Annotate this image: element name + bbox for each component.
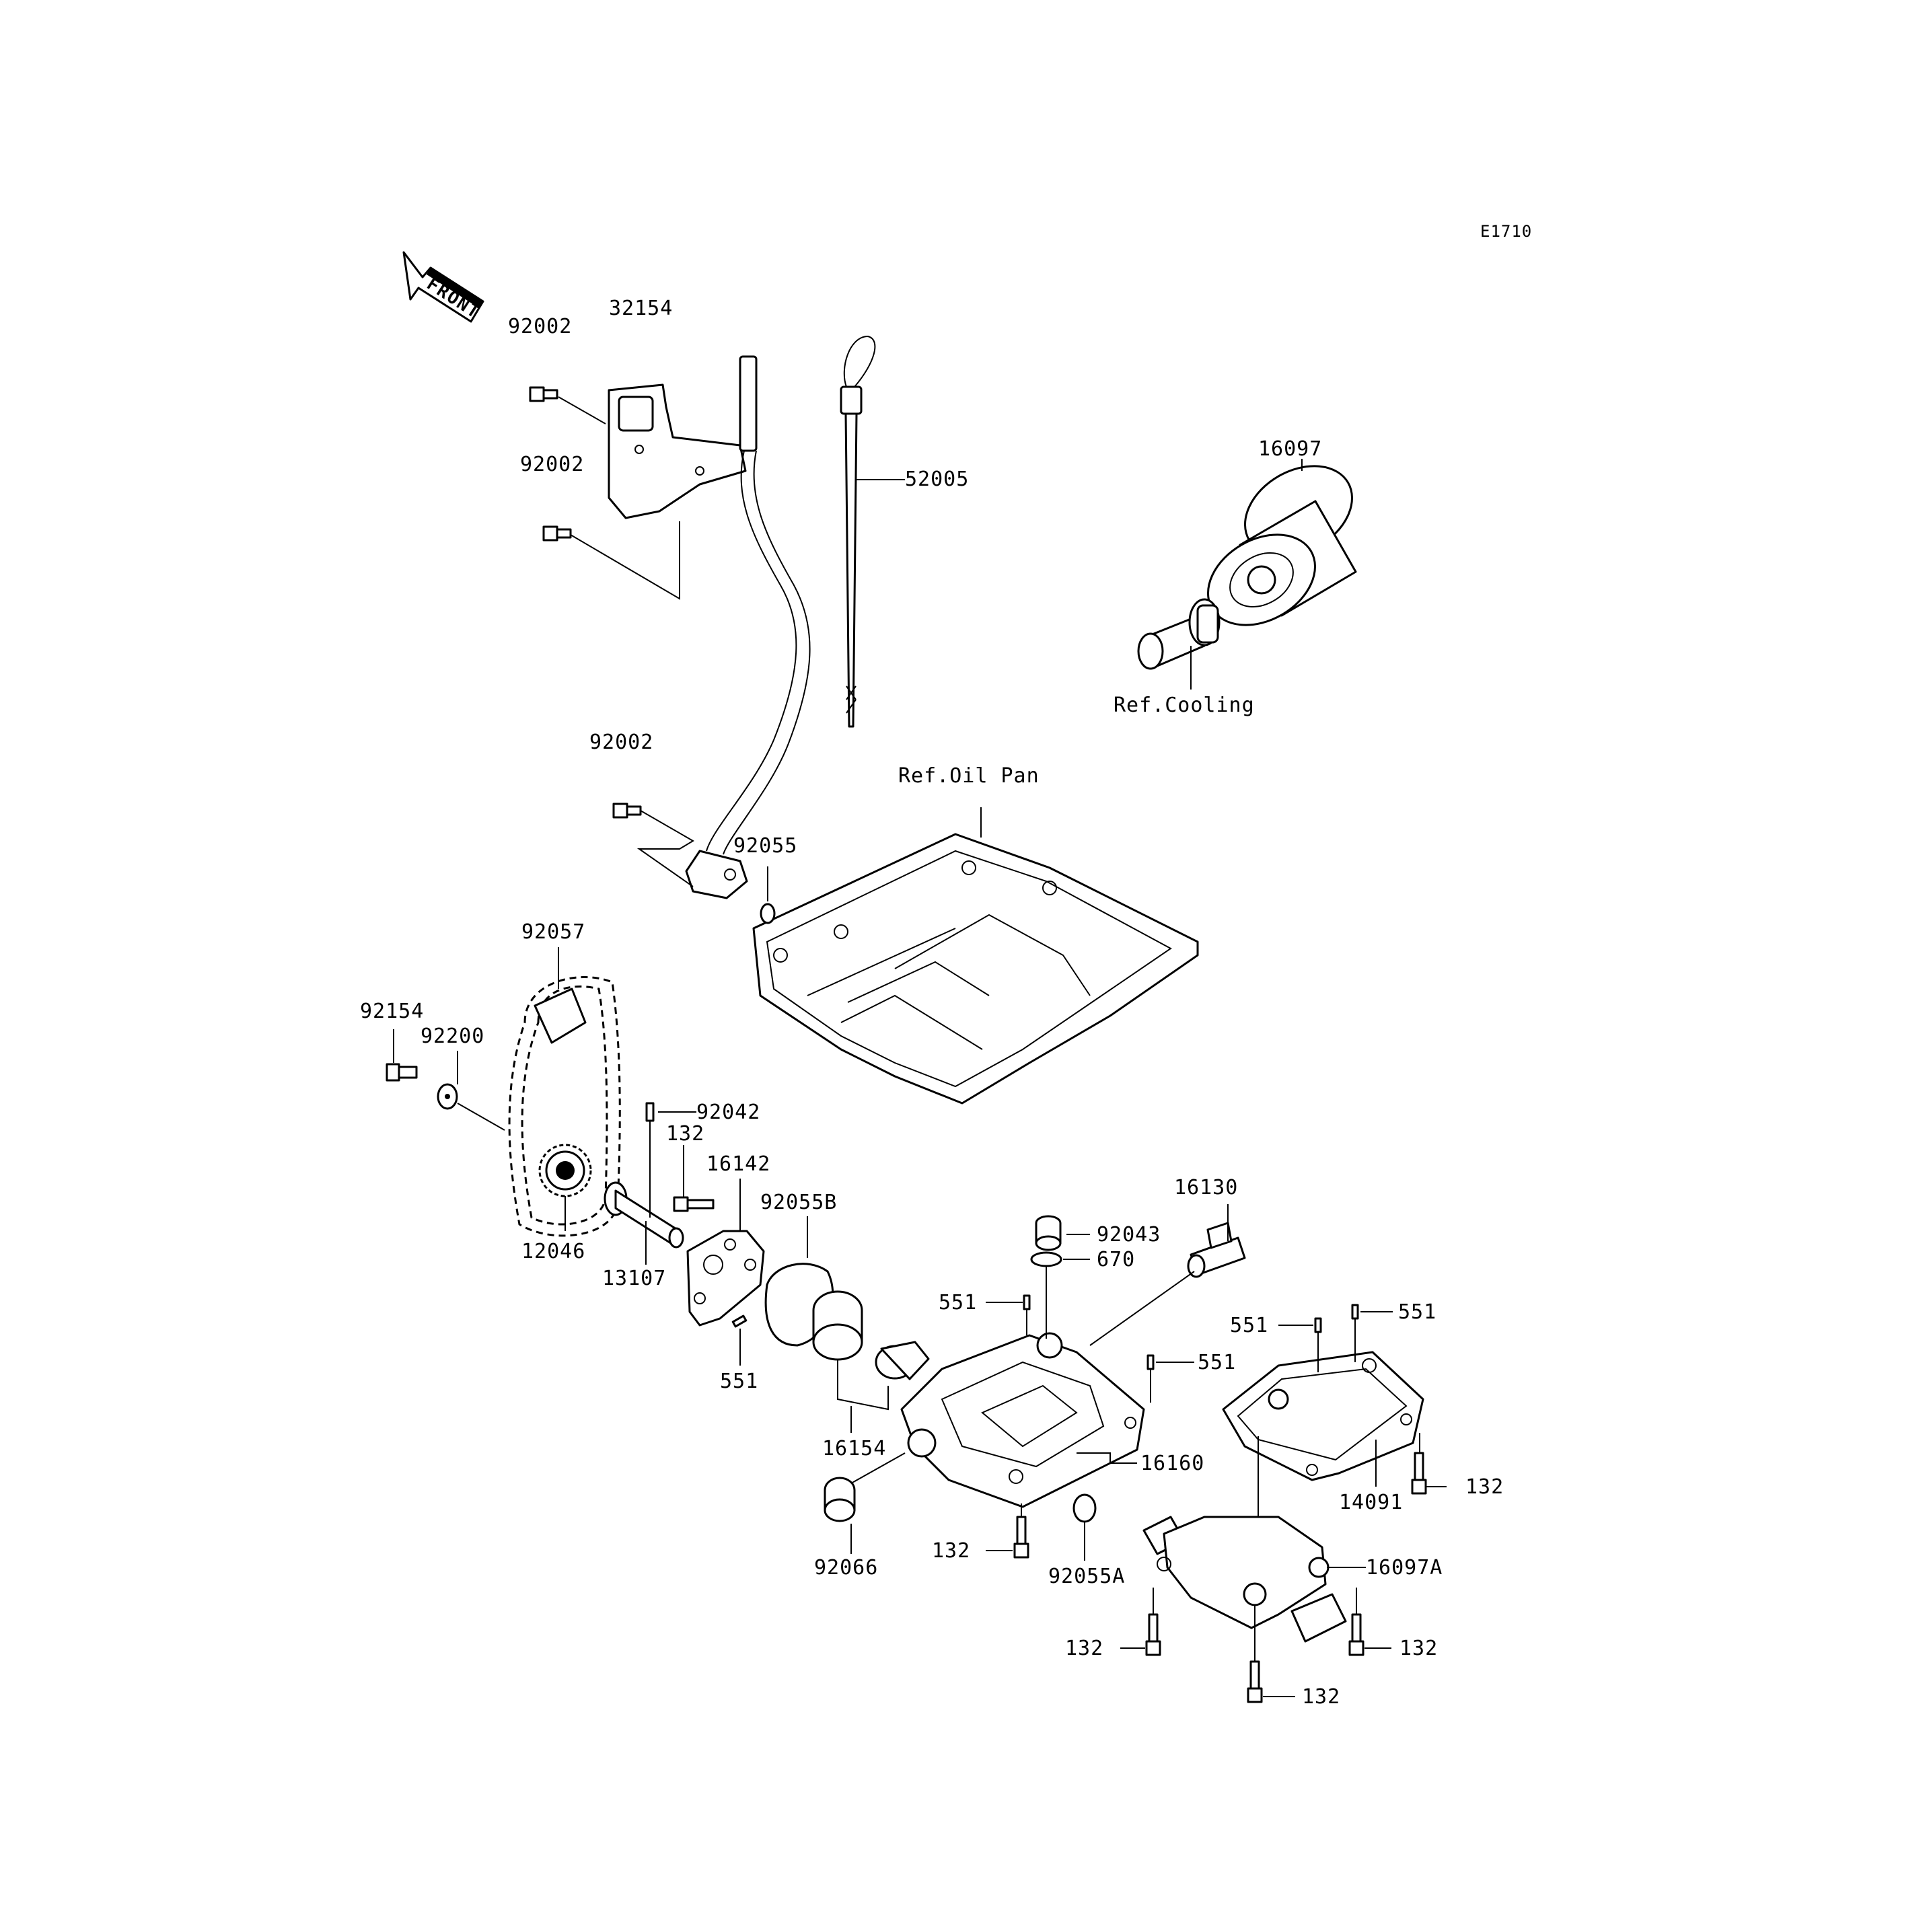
- label-132-lowest: 132: [1302, 1685, 1340, 1709]
- label-16154: 16154: [822, 1437, 886, 1460]
- housing-16160: [900, 1332, 1145, 1508]
- label-16142: 16142: [706, 1152, 770, 1176]
- label-92200: 92200: [421, 1025, 484, 1048]
- fitting-16130: [1187, 1222, 1246, 1278]
- bolt-92154-icon: [386, 1063, 418, 1082]
- label-551-mid: 551: [1198, 1351, 1236, 1374]
- bolt-132-bottom-icon: [1013, 1516, 1029, 1559]
- pin-551-mid: [1147, 1354, 1155, 1370]
- sleeve-92043: [1035, 1215, 1062, 1251]
- label-92002-b: 92002: [520, 453, 584, 476]
- bolt-92002-top-icon: [529, 386, 558, 402]
- label-14091: 14091: [1339, 1491, 1403, 1514]
- label-132-right: 132: [1465, 1475, 1504, 1499]
- strainer-16097A: [1142, 1516, 1347, 1643]
- label-16160: 16160: [1140, 1452, 1204, 1475]
- label-12046: 12046: [521, 1240, 585, 1263]
- pin-551-left: [1023, 1294, 1031, 1310]
- pin-551-pump: [731, 1314, 748, 1328]
- label-551-pump: 551: [720, 1370, 758, 1393]
- label-551-top: 551: [1398, 1300, 1436, 1324]
- label-92043: 92043: [1097, 1223, 1161, 1247]
- bolt-92002-mid-icon: [542, 525, 572, 542]
- bolt-92002-low-icon: [612, 803, 642, 819]
- pin-92042: [645, 1102, 655, 1122]
- cover-14091: [1222, 1351, 1424, 1481]
- label-52005: 52005: [905, 468, 969, 491]
- dipstick-tube: [685, 355, 811, 899]
- label-16097: 16097: [1258, 437, 1322, 461]
- label-92002-c: 92002: [589, 731, 653, 754]
- label-132-bottom: 132: [932, 1539, 970, 1563]
- oil-filter-16097: [1207, 465, 1357, 626]
- label-132-low-right: 132: [1399, 1637, 1438, 1660]
- label-92066: 92066: [814, 1556, 878, 1580]
- bolt-132-right-icon: [1411, 1452, 1427, 1495]
- label-551-right: 551: [1230, 1314, 1268, 1337]
- label-92055: 92055: [733, 834, 797, 858]
- label-132-low-left: 132: [1065, 1637, 1103, 1660]
- o-ring-92055: [760, 903, 776, 924]
- label-551-left: 551: [939, 1291, 977, 1314]
- label-32154: 32154: [609, 297, 673, 320]
- o-ring-670: [1030, 1251, 1062, 1267]
- label-132-pump: 132: [666, 1122, 704, 1146]
- label-16097A: 16097A: [1366, 1556, 1443, 1580]
- pin-551-top-icon: [1351, 1304, 1359, 1320]
- shaft-13107: [604, 1181, 684, 1249]
- label-92002-a: 92002: [508, 315, 572, 338]
- label-670: 670: [1097, 1248, 1135, 1271]
- label-92057: 92057: [521, 920, 585, 944]
- o-ring-92055A: [1072, 1493, 1097, 1523]
- label-ref-cooling: Ref.Cooling: [1114, 694, 1255, 717]
- label-92055B: 92055B: [760, 1191, 837, 1214]
- label-16130: 16130: [1174, 1176, 1238, 1199]
- dipstick-52005: [840, 335, 876, 728]
- bolt-132-low-right-icon: [1348, 1613, 1364, 1656]
- bolt-132-low-left-icon: [1145, 1613, 1161, 1656]
- front-arrow-icon: FRONT: [402, 251, 484, 323]
- bracket-32154: [608, 383, 747, 519]
- bolt-132-lowest-icon: [1247, 1660, 1263, 1703]
- label-92154: 92154: [360, 1000, 424, 1023]
- oil-pan-ref: [752, 833, 1199, 1105]
- bolt-132-pump-icon: [673, 1196, 715, 1212]
- fitting-ref-cooling: [1137, 598, 1221, 670]
- label-ref-oil-pan: Ref.Oil Pan: [898, 764, 1040, 788]
- label-92042: 92042: [696, 1101, 760, 1124]
- sprocket-12046: [538, 1144, 592, 1197]
- rotor-16154: [812, 1290, 930, 1380]
- diagram-code: E1710: [1480, 222, 1532, 241]
- pin-551-right-icon: [1314, 1317, 1322, 1333]
- label-92055A: 92055A: [1048, 1565, 1125, 1588]
- label-13107: 13107: [602, 1267, 666, 1290]
- oil-pump-cover-16142: [686, 1230, 765, 1327]
- collar-92066: [824, 1477, 856, 1522]
